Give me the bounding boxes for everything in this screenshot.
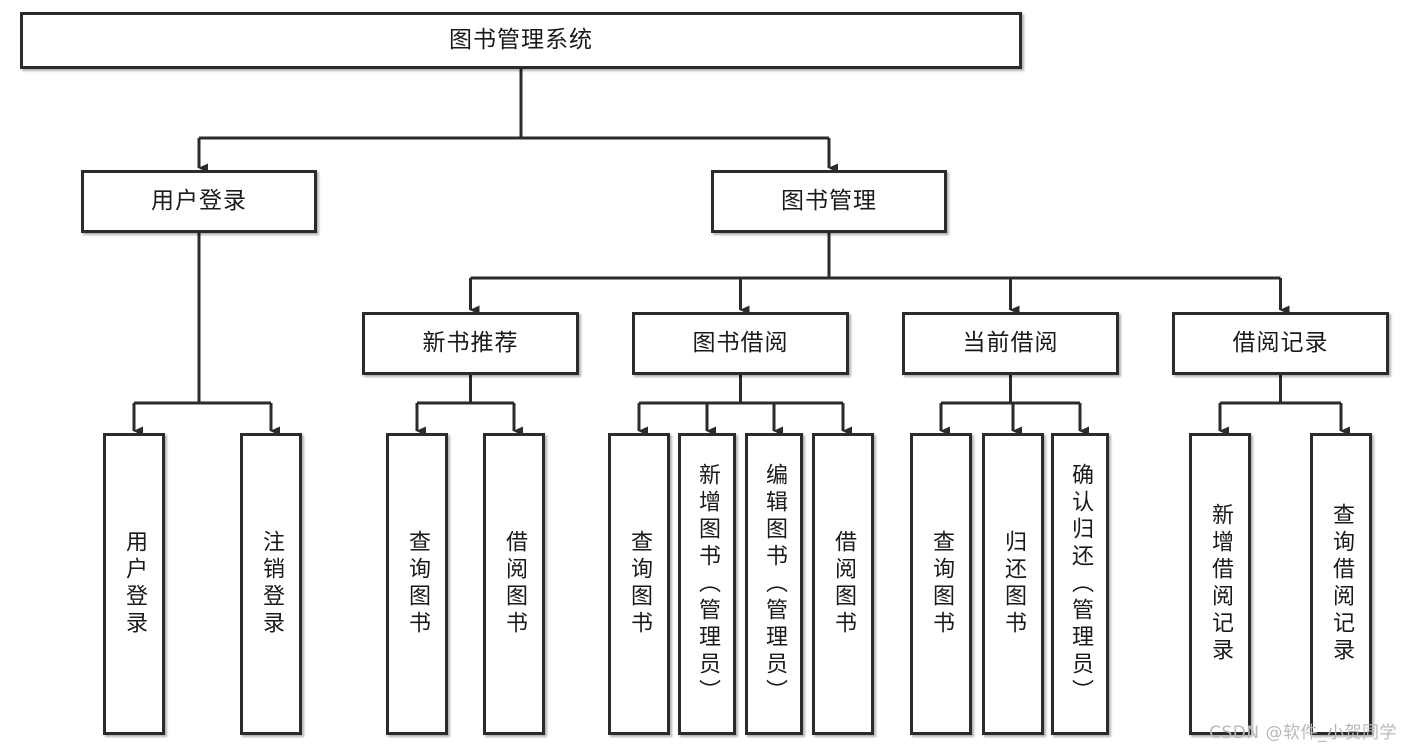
- leaf-node-1[interactable]: 注销登录: [240, 433, 302, 735]
- node-label: 借阅图书: [502, 530, 527, 638]
- watermark-label: CSDN @软件_小贺同学: [1209, 723, 1397, 743]
- node-label: 用户登录: [122, 530, 147, 638]
- node-label: 归还图书: [1001, 530, 1026, 638]
- node-label: 查询图书: [929, 530, 954, 638]
- node-label: 确认归还（管理员）: [1068, 462, 1093, 706]
- level2-node-0[interactable]: 用户登录: [81, 170, 317, 233]
- node-label: 图书管理系统: [449, 26, 593, 53]
- leaf-node-6[interactable]: 编辑图书（管理员）: [745, 433, 803, 735]
- leaf-node-10[interactable]: 确认归还（管理员）: [1051, 433, 1109, 735]
- node-label: 借阅记录: [1232, 329, 1329, 356]
- leaf-node-3[interactable]: 借阅图书: [483, 433, 545, 735]
- leaf-node-7[interactable]: 借阅图书: [812, 433, 874, 735]
- leaf-node-0[interactable]: 用户登录: [103, 433, 165, 735]
- leaf-node-5[interactable]: 新增图书（管理员）: [678, 433, 736, 735]
- node-label: 借阅图书: [831, 530, 856, 638]
- node-label: 新增图书（管理员）: [695, 462, 720, 706]
- node-label: 用户登录: [151, 187, 247, 214]
- node-label: 查询借阅记录: [1329, 503, 1354, 665]
- level2-node-1[interactable]: 图书管理: [711, 170, 947, 233]
- node-label: 查询图书: [405, 530, 430, 638]
- level3-node-3[interactable]: 借阅记录: [1172, 312, 1389, 375]
- node-label: 编辑图书（管理员）: [762, 462, 787, 706]
- node-label: 新增借阅记录: [1208, 503, 1233, 665]
- node-label: 图书管理: [781, 187, 877, 214]
- node-label: 新书推荐: [422, 329, 519, 356]
- edges-group: [132, 69, 1350, 436]
- node-label: 查询图书: [627, 530, 652, 638]
- level3-node-1[interactable]: 图书借阅: [632, 312, 849, 375]
- level3-node-2[interactable]: 当前借阅: [902, 312, 1119, 375]
- node-label: 当前借阅: [962, 329, 1059, 356]
- level3-node-0[interactable]: 新书推荐: [362, 312, 579, 375]
- node-label: 图书借阅: [692, 329, 789, 356]
- leaf-node-4[interactable]: 查询图书: [608, 433, 670, 735]
- node-label: 注销登录: [259, 530, 284, 638]
- leaf-node-11[interactable]: 新增借阅记录: [1189, 433, 1251, 735]
- leaf-node-9[interactable]: 归还图书: [982, 433, 1044, 735]
- leaf-node-8[interactable]: 查询图书: [910, 433, 972, 735]
- leaf-node-2[interactable]: 查询图书: [386, 433, 448, 735]
- leaf-node-12[interactable]: 查询借阅记录: [1310, 433, 1372, 735]
- root-node-title[interactable]: 图书管理系统: [20, 12, 1022, 69]
